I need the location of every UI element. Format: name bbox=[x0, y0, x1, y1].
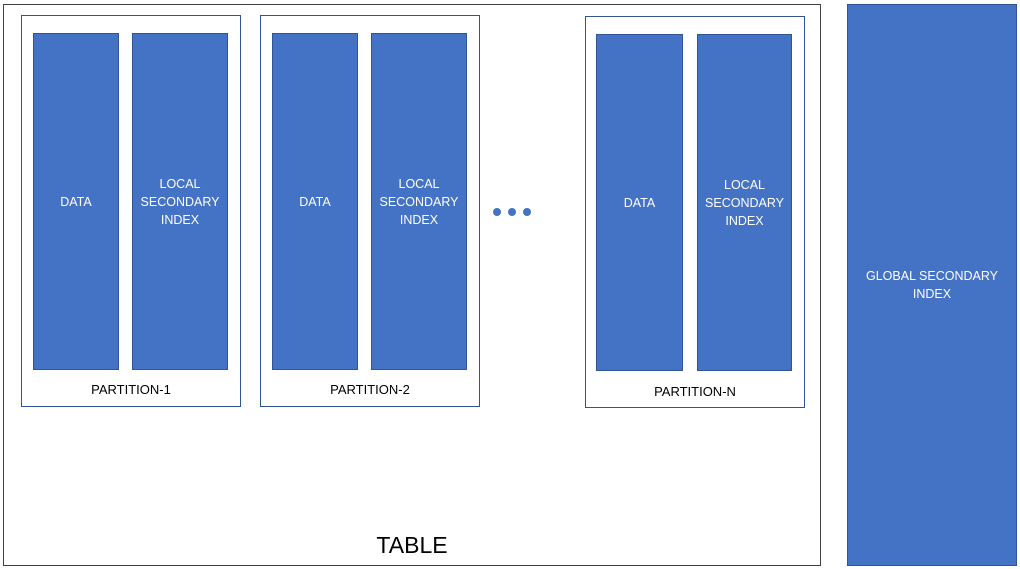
data-block: DATA bbox=[596, 34, 683, 371]
data-block: DATA bbox=[33, 33, 119, 370]
ellipsis-dot bbox=[508, 208, 516, 216]
partition-2: DATA LOCAL SECONDARY INDEX PARTITION-2 bbox=[260, 15, 480, 407]
partition-1: DATA LOCAL SECONDARY INDEX PARTITION-1 bbox=[21, 15, 241, 407]
table-container: DATA LOCAL SECONDARY INDEX PARTITION-1 D… bbox=[3, 4, 821, 566]
local-secondary-index-block: LOCAL SECONDARY INDEX bbox=[697, 34, 792, 371]
ellipsis-dot bbox=[523, 208, 531, 216]
global-secondary-index-block: GLOBAL SECONDARY INDEX bbox=[847, 4, 1017, 566]
partition-label: PARTITION-1 bbox=[91, 382, 171, 397]
data-block: DATA bbox=[272, 33, 358, 370]
partition-n: DATA LOCAL SECONDARY INDEX PARTITION-N bbox=[585, 16, 805, 408]
ellipsis-dot bbox=[493, 208, 501, 216]
local-secondary-index-block: LOCAL SECONDARY INDEX bbox=[132, 33, 228, 370]
partition-label: PARTITION-N bbox=[654, 384, 736, 399]
table-label: TABLE bbox=[376, 532, 448, 558]
partition-label: PARTITION-2 bbox=[330, 382, 410, 397]
local-secondary-index-block: LOCAL SECONDARY INDEX bbox=[371, 33, 467, 370]
